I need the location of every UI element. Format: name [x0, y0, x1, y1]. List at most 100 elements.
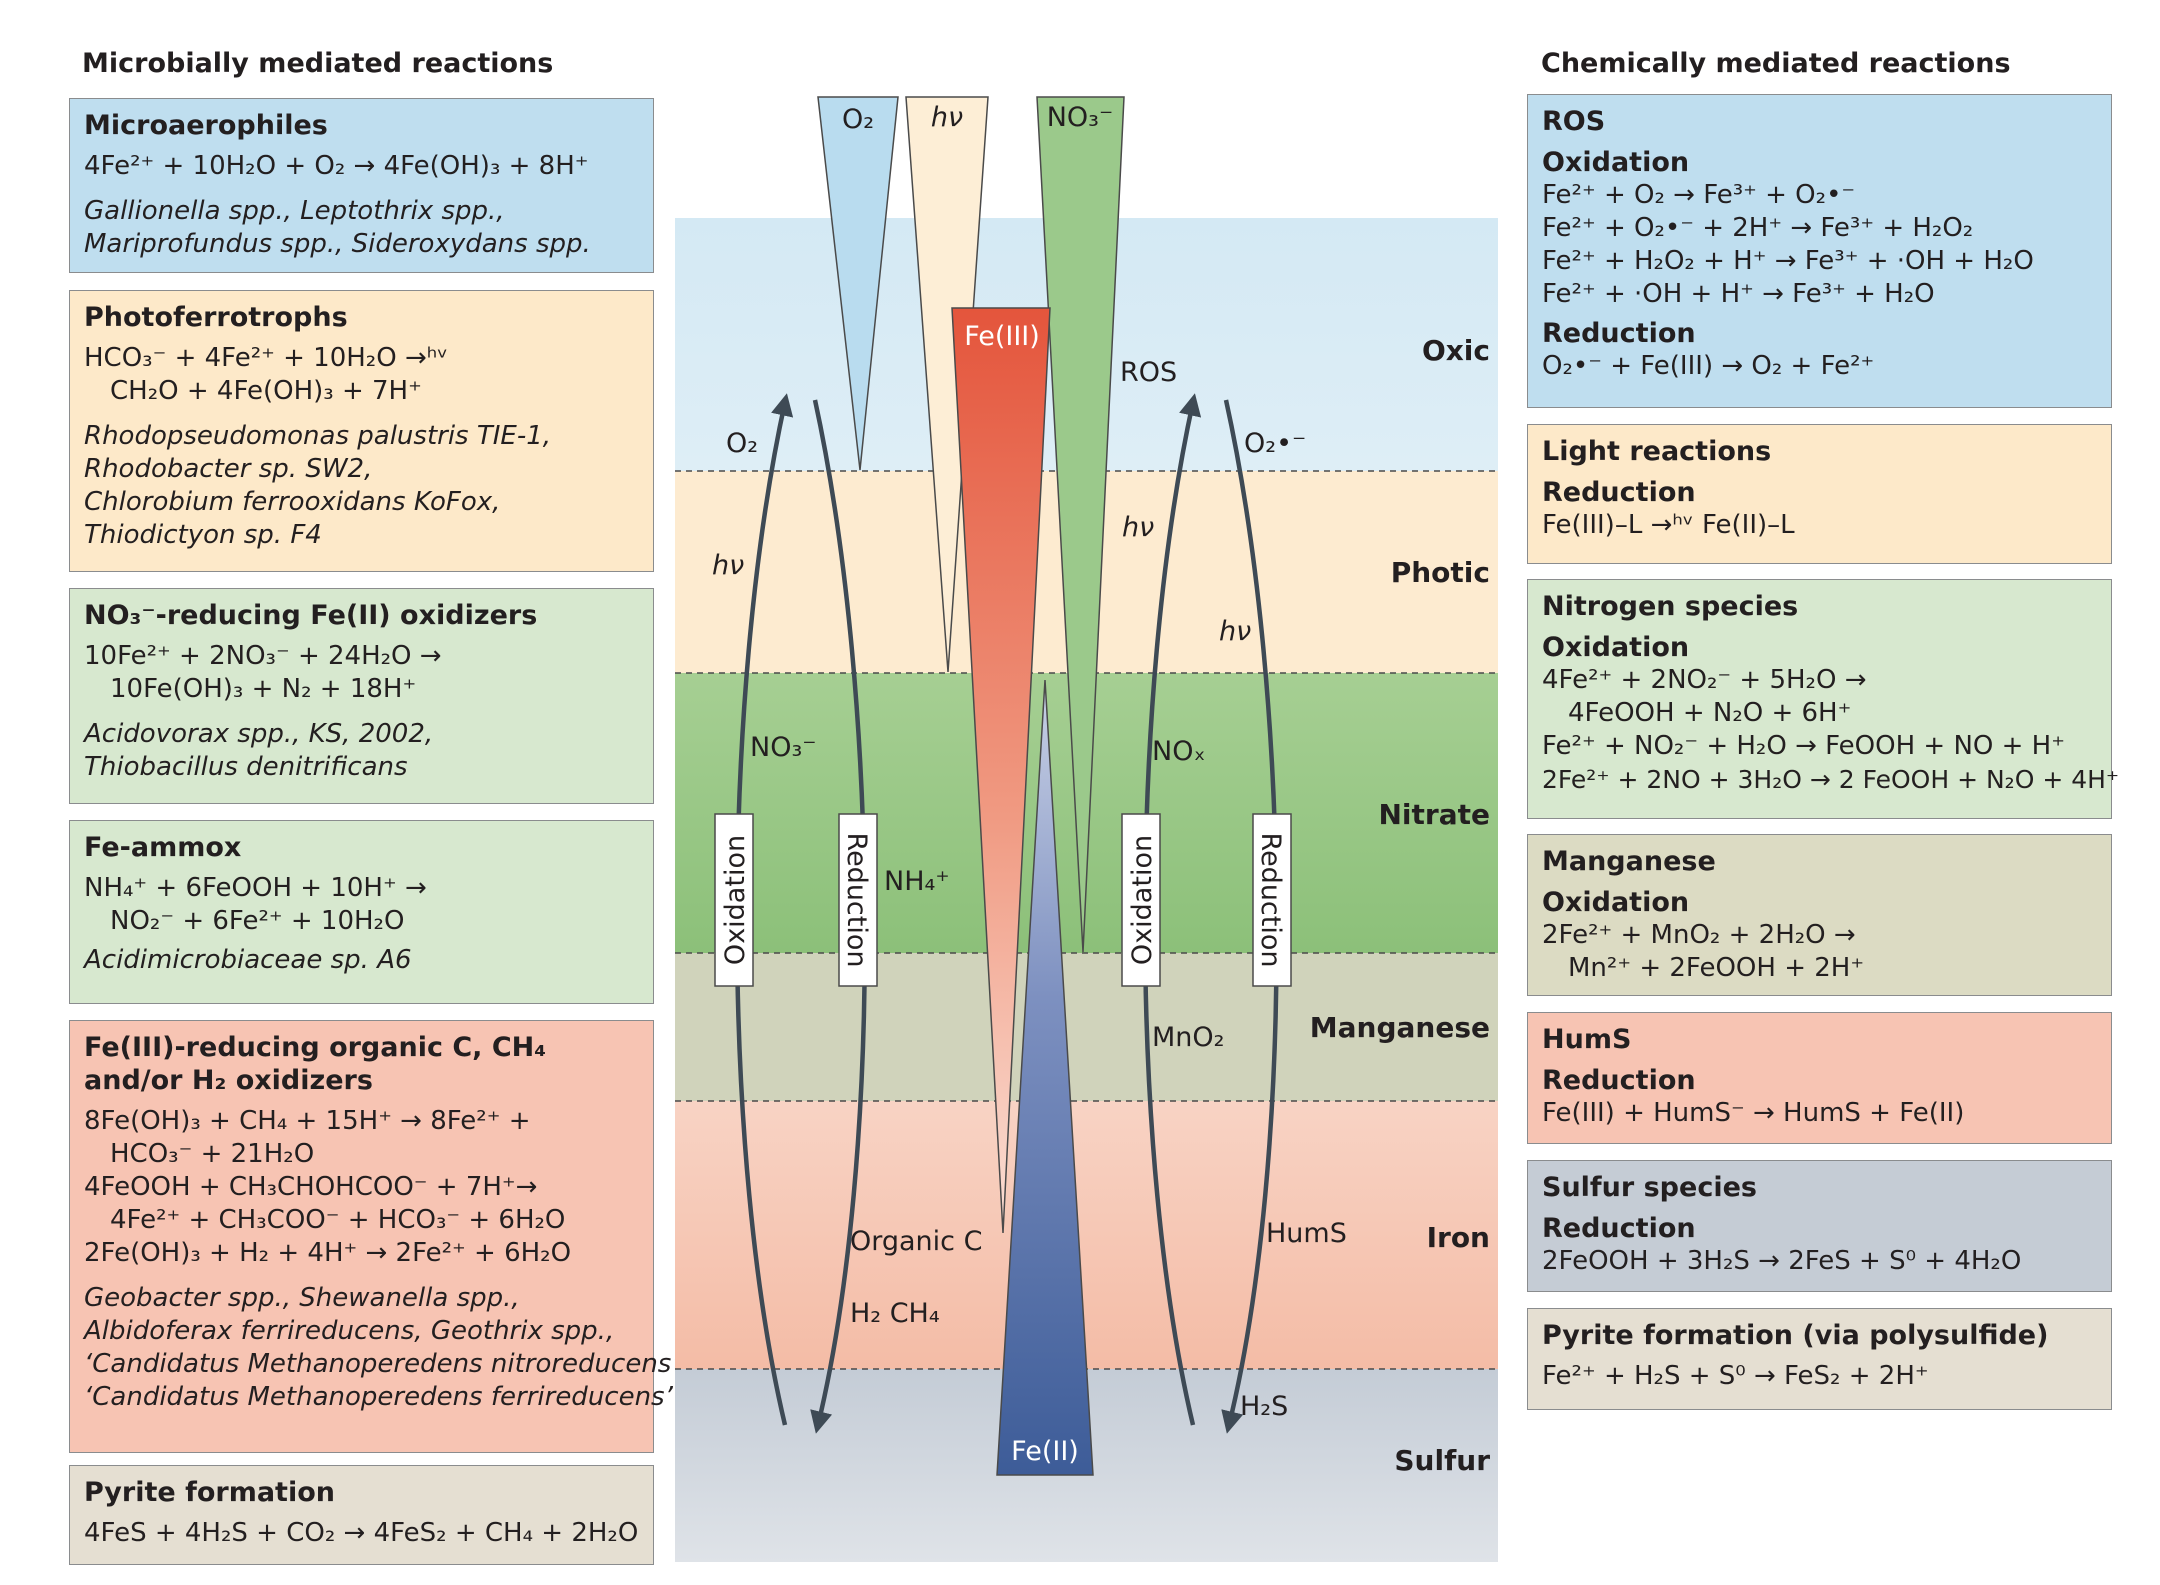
reaction-line: 2Fe(OH)₃ + H₂ + 4H⁺ → 2Fe²⁺ + 6H₂O: [84, 1238, 572, 1268]
right-label-mno2: MnO₂: [1152, 1022, 1224, 1053]
reaction-line: HCO₃⁻ + 21H₂O: [110, 1139, 315, 1169]
organism-line: Rhodobacter sp. SW2,: [84, 454, 373, 484]
right-label-ros: ROS: [1120, 357, 1177, 388]
organism-line: Acidovorax spp., KS, 2002,: [84, 719, 434, 749]
zone-manganese: [675, 953, 1498, 1101]
left-oxidation-box: [714, 813, 754, 987]
box-title: Fe-ammox: [84, 832, 242, 863]
right-label-hums: HumS: [1266, 1218, 1347, 1249]
box-title: Nitrogen species: [1542, 591, 1799, 622]
right-label-h2s: H₂S: [1240, 1391, 1288, 1422]
right-reduction-label: Reduction: [1255, 833, 1286, 968]
box-pyrite-formation-polysulfide: Pyrite formation (via polysulfide) Fe²⁺ …: [1527, 1308, 2112, 1410]
organism-line: Mariprofundus spp., Sideroxydans spp.: [84, 229, 591, 259]
reaction-line: CH₂O + 4Fe(OH)₃ + 7H⁺: [110, 376, 422, 406]
organism-line: Geobacter spp., Shewanella spp.,: [84, 1283, 520, 1313]
wedge-label-o2: O₂: [842, 104, 874, 135]
reaction-line: 4Fe²⁺ + 10H₂O + O₂ → 4Fe(OH)₃ + 8H⁺: [84, 151, 589, 181]
box-title: Pyrite formation (via polysulfide): [1542, 1320, 2049, 1351]
organism-line: Gallionella spp., Leptothrix spp.,: [84, 196, 505, 226]
reaction-line: Fe²⁺ + O₂ → Fe³⁺ + O₂•⁻: [1542, 180, 1856, 210]
wedge-label-no3: NO₃⁻: [1047, 102, 1114, 133]
reaction-line: 2Fe²⁺ + 2NO + 3H₂O → 2 FeOOH + N₂O + 4H⁺: [1542, 765, 2120, 794]
zone-label-oxic: Oxic: [1422, 334, 1490, 367]
reaction-line: Fe²⁺ + NO₂⁻ + H₂O → FeOOH + NO + H⁺: [1542, 731, 2065, 761]
reaction-line: Fe(III)–L →ʰᵛ Fe(II)–L: [1542, 510, 1795, 540]
box-hums: HumS Reduction Fe(III) + HumS⁻ → HumS + …: [1527, 1012, 2112, 1144]
reaction-line: 4FeS + 4H₂S + CO₂ → 4FeS₂ + CH₄ + 2H₂O: [84, 1518, 639, 1548]
zone-label-manganese: Manganese: [1310, 1011, 1490, 1044]
organism-line: ‘Candidatus Methanoperedens nitroreducen…: [84, 1349, 688, 1379]
reaction-line: 10Fe²⁺ + 2NO₃⁻ + 24H₂O →: [84, 641, 442, 671]
box-pyrite-formation: Pyrite formation 4FeS + 4H₂S + CO₂ → 4Fe…: [69, 1465, 654, 1565]
reaction-line: 4FeOOH + CH₃CHOHCOO⁻ + 7H⁺→: [84, 1172, 538, 1202]
reaction-line: Fe²⁺ + H₂O₂ + H⁺ → Fe³⁺ + ·OH + H₂O: [1542, 246, 2034, 276]
reaction-line: Fe(III) + HumS⁻ → HumS + Fe(II): [1542, 1098, 1965, 1128]
fe3-label: Fe(III): [964, 321, 1040, 352]
reaction-line: 4Fe²⁺ + 2NO₂⁻ + 5H₂O →: [1542, 665, 1867, 695]
reaction-line: HCO₃⁻ + 4Fe²⁺ + 10H₂O →ʰᵛ: [84, 343, 449, 373]
left-oxidation-label: Oxidation: [720, 835, 751, 965]
reaction-line: Fe²⁺ + ·OH + H⁺ → Fe³⁺ + H₂O: [1542, 279, 1935, 309]
zone-label-iron: Iron: [1427, 1221, 1490, 1254]
left-column-title: Microbially mediated reactions: [82, 48, 554, 79]
reaction-line: 4FeOOH + N₂O + 6H⁺: [1568, 698, 1852, 728]
left-reduction-label: Reduction: [841, 833, 872, 968]
right-label-hv-1: hν: [1122, 512, 1154, 543]
right-label-nox: NOₓ: [1152, 736, 1205, 767]
organism-line: Chlorobium ferrooxidans KoFox,: [84, 487, 501, 517]
box-microaerophiles: Microaerophiles 4Fe²⁺ + 10H₂O + O₂ → 4Fe…: [69, 98, 654, 273]
box-sulfur-species: Sulfur species Reduction 2FeOOH + 3H₂S →…: [1527, 1160, 2112, 1292]
box-nitrate-reducing-fe-oxidizers: NO₃⁻-reducing Fe(II) oxidizers 10Fe²⁺ + …: [69, 588, 654, 804]
right-column-title: Chemically mediated reactions: [1541, 48, 2011, 79]
zone-iron: [675, 1101, 1498, 1369]
left-label-hv: hν: [712, 550, 744, 581]
box-nitrogen-species: Nitrogen species Oxidation 4Fe²⁺ + 2NO₂⁻…: [1527, 579, 2120, 819]
subheading-oxidation: Oxidation: [1542, 632, 1690, 663]
box-photoferrotrophs: Photoferrotrophs HCO₃⁻ + 4Fe²⁺ + 10H₂O →…: [69, 290, 654, 572]
reaction-line: Fe²⁺ + H₂S + S⁰ → FeS₂ + 2H⁺: [1542, 1361, 1929, 1391]
organism-line: ‘Candidatus Methanoperedens ferrireducen…: [84, 1382, 673, 1412]
box-title: Light reactions: [1542, 436, 1772, 467]
box-title: Fe(III)-reducing organic C, CH₄ and/or H…: [84, 1032, 547, 1096]
box-manganese: Manganese Oxidation 2Fe²⁺ + MnO₂ + 2H₂O …: [1527, 834, 2112, 996]
reaction-line: 2FeOOH + 3H₂S → 2FeS + S⁰ + 4H₂O: [1542, 1246, 2022, 1276]
left-label-nh4: NH₄⁺: [884, 866, 950, 897]
box-ros: ROS Oxidation Fe²⁺ + O₂ → Fe³⁺ + O₂•⁻ Fe…: [1527, 94, 2112, 408]
box-title: HumS: [1542, 1024, 1632, 1055]
subheading-reduction: Reduction: [1542, 477, 1696, 508]
fe3-wedge: [951, 307, 1051, 1234]
reaction-line: 4Fe²⁺ + CH₃COO⁻ + HCO₃⁻ + 6H₂O: [110, 1205, 566, 1235]
right-label-hv-2: hν: [1219, 616, 1251, 647]
box-title: Pyrite formation: [84, 1477, 335, 1508]
reaction-line: Mn²⁺ + 2FeOOH + 2H⁺: [1568, 953, 1865, 983]
organism-line: Albidoferax ferrireducens, Geothrix spp.…: [84, 1316, 615, 1346]
left-label-h2-ch4: H₂ CH₄: [850, 1298, 940, 1329]
box-title: Sulfur species: [1542, 1172, 1757, 1203]
left-label-no3: NO₃⁻: [750, 732, 817, 763]
left-label-o2: O₂: [726, 428, 758, 459]
o2-wedge: [817, 96, 899, 471]
organism-line: Acidimicrobiaceae sp. A6: [84, 945, 412, 975]
right-label-superoxide: O₂•⁻: [1244, 428, 1306, 459]
box-fe3-reducing-oxidizers: Fe(III)-reducing organic C, CH₄ and/or H…: [69, 1020, 688, 1453]
box-title: Manganese: [1542, 846, 1716, 877]
box-title: Microaerophiles: [84, 110, 328, 141]
reaction-line: NO₂⁻ + 6Fe²⁺ + 10H₂O: [110, 906, 405, 936]
subheading-reduction: Reduction: [1542, 318, 1696, 349]
reaction-line: Fe²⁺ + O₂•⁻ + 2H⁺ → Fe³⁺ + H₂O₂: [1542, 213, 1974, 243]
organism-line: Thiobacillus denitrificans: [84, 752, 408, 782]
reaction-line: 8Fe(OH)₃ + CH₄ + 15H⁺ → 8Fe²⁺ +: [84, 1106, 531, 1136]
left-reduction-box: [838, 813, 878, 987]
box-title: Photoferrotrophs: [84, 302, 348, 333]
no3-wedge: [1036, 96, 1125, 953]
box-title: ROS: [1542, 106, 1606, 137]
left-label-organic-c: Organic C: [850, 1226, 982, 1257]
reaction-line: 2Fe²⁺ + MnO₂ + 2H₂O →: [1542, 920, 1856, 950]
zone-label-sulfur: Sulfur: [1394, 1444, 1490, 1477]
box-title: NO₃⁻-reducing Fe(II) oxidizers: [84, 600, 538, 631]
subheading-oxidation: Oxidation: [1542, 147, 1690, 178]
fe2-label: Fe(II): [1011, 1436, 1079, 1467]
wedge-label-hv: hν: [931, 102, 963, 133]
